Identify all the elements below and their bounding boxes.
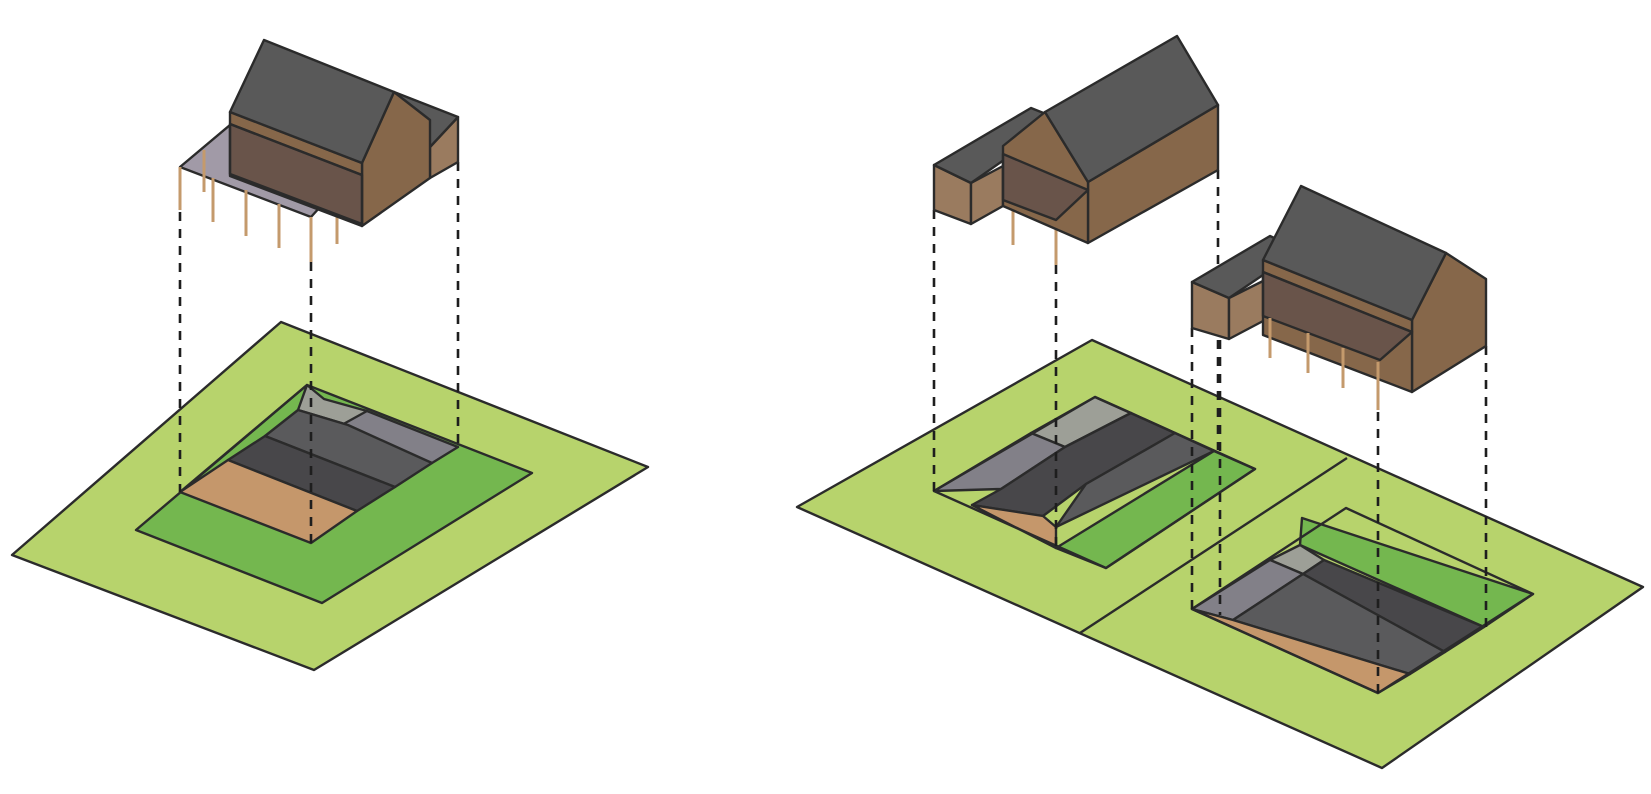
ground-plan-a <box>932 395 1257 570</box>
floor-strip-dark <box>263 408 434 489</box>
projection-lines <box>178 162 460 543</box>
panel-single-house <box>10 38 650 672</box>
main-roof <box>228 38 396 165</box>
main-roof <box>1261 184 1448 322</box>
stilt-posts <box>1268 318 1380 410</box>
ground-plan-b <box>1190 506 1535 695</box>
house-on-stilts <box>178 38 460 262</box>
glass-facade <box>1001 152 1090 222</box>
house-b <box>1190 184 1488 410</box>
panel-two-houses <box>795 34 1645 770</box>
plot-divider <box>1079 456 1348 635</box>
site-plot-divided <box>795 338 1645 770</box>
house-a <box>932 34 1220 265</box>
main-roof <box>1043 34 1220 184</box>
ground-plan-a-outline <box>932 395 1257 570</box>
ground-plan-b-outline <box>1190 506 1535 695</box>
